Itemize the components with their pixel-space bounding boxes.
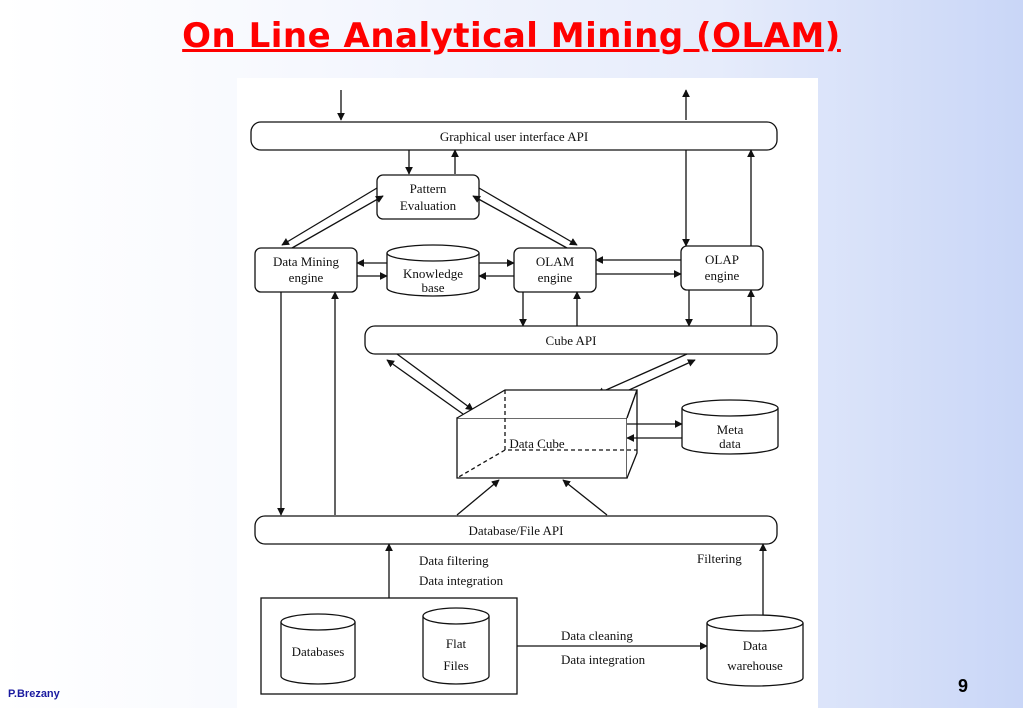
databases-label: Databases [292, 644, 345, 659]
gui-api-bar [250, 121, 778, 151]
cube-api-label: Cube API [546, 333, 597, 348]
flat-files-cylinder [422, 616, 490, 685]
cleaning-label-2: Data integration [561, 652, 646, 667]
data-cube-label: Data Cube [509, 436, 564, 451]
pattern-evaluation-label-1: Pattern [410, 181, 447, 196]
databases-cylinder [280, 622, 356, 685]
gui-api-label: Graphical user interface API [440, 129, 588, 144]
olap-engine-label-2: engine [705, 268, 740, 283]
olam-architecture-diagram: Graphical user interface API Pattern Eva… [250, 89, 804, 695]
data-warehouse-label-2: warehouse [727, 658, 783, 673]
knowledge-base-cylinder [386, 253, 480, 297]
filter-integration-label-2: Data integration [419, 573, 504, 588]
olap-engine-label-1: OLAP [705, 252, 739, 267]
arrow-db-api-to-cube-left [456, 479, 500, 516]
filter-integration-label-1: Data filtering [419, 553, 489, 568]
data-mining-engine-box [254, 247, 358, 293]
knowledge-base-label-1: Knowledge [403, 266, 463, 281]
data-mining-engine-label-2: engine [289, 270, 324, 285]
meta-data-cylinder [681, 408, 779, 455]
arrow-pattern-to-olam [478, 187, 578, 246]
arrow-cube-to-cube-api-left [386, 359, 464, 415]
data-cube-side [626, 389, 638, 479]
database-file-api-bar [254, 515, 778, 545]
data-mining-engine-label-1: Data Mining [273, 254, 340, 269]
knowledge-base-label-2: base [421, 280, 444, 295]
arrow-db-api-to-cube-right [562, 479, 608, 516]
data-cube-top [456, 389, 638, 419]
meta-data-label-2: data [719, 436, 741, 451]
filtering-label: Filtering [697, 551, 742, 566]
data-warehouse-cylinder [706, 623, 804, 687]
flat-files-label-1: Flat [446, 636, 467, 651]
flat-files-label-2: Files [443, 658, 468, 673]
arrow-dm-to-pattern [291, 195, 384, 249]
pattern-evaluation-label-2: Evaluation [400, 198, 457, 213]
cleaning-label-1: Data cleaning [561, 628, 633, 643]
meta-data-label-1: Meta [717, 422, 744, 437]
arrow-cube-api-to-cube-right [596, 353, 688, 395]
cube-api-bar [364, 325, 778, 355]
slide-title: On Line Analytical Mining (OLAM) [182, 16, 841, 56]
olam-engine-label-2: engine [538, 270, 573, 285]
database-file-api-label: Database/File API [469, 523, 564, 538]
page-number: 9 [958, 676, 969, 696]
arrow-pattern-to-dm [281, 187, 378, 246]
olap-engine-box [680, 245, 764, 291]
arrow-olam-to-pattern [472, 195, 568, 249]
arrow-cube-api-to-cube-left [396, 353, 474, 411]
footer-author: P.Brezany [8, 688, 60, 700]
data-warehouse-label-1: Data [743, 638, 768, 653]
olam-engine-label-1: OLAM [536, 254, 575, 269]
olam-engine-box [513, 247, 597, 293]
